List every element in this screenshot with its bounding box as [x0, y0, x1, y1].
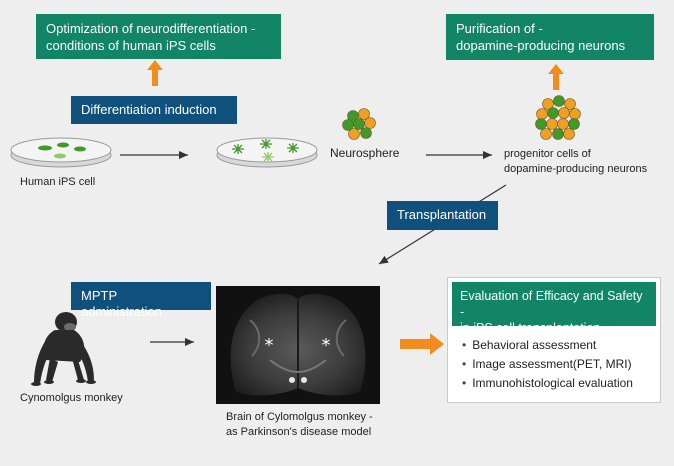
neurosphere-label: Neurosphere: [330, 146, 400, 160]
petri-dish-icon: [10, 137, 112, 168]
brain-label: Brain of Cylomolgus monkey - as Parkinso…: [226, 410, 373, 440]
purification-line1: Purification of -: [456, 21, 543, 36]
orange-up-arrow-left: [147, 60, 163, 86]
petri-dish-differentiated-icon: [216, 137, 318, 168]
chimpanzee-silhouette-icon: [31, 312, 96, 386]
asterisk-left: *: [265, 335, 274, 356]
purification-line2: dopamine-producing neurons: [456, 38, 626, 53]
monkey-label: Cynomolgus monkey: [20, 392, 123, 404]
progenitor-line2: dopamine-producing neurons: [504, 163, 648, 175]
orange-up-arrow-right: [548, 64, 564, 90]
brain-line1: Brain of Cylomolgus monkey -: [226, 411, 373, 423]
evaluation-line1: Evaluation of Efficacy and Safety -: [460, 289, 643, 319]
asterisk-right: *: [322, 335, 331, 356]
transplantation-box: Transplantation: [387, 201, 498, 230]
evaluation-panel: Evaluation of Efficacy and Safety - in i…: [447, 277, 661, 403]
progenitor-cluster-icon: [535, 95, 581, 140]
mptp-administration-box: MPTP administration: [71, 282, 211, 319]
optimization-line2: conditions of human iPS cells: [46, 38, 216, 53]
neurosphere-cluster-icon: [342, 108, 376, 140]
evaluation-item-image: Image assessment(PET, MRI): [462, 355, 633, 374]
optimization-line1: Optimization of neurodifferentiation -: [46, 21, 256, 36]
brain-mri-image: * *: [216, 286, 380, 404]
differentiation-induction-box: Differentiation induction: [71, 96, 237, 124]
evaluation-line2: in iPS cell transplantation: [460, 321, 601, 335]
evaluation-item-immuno: Immunohistological evaluation: [462, 374, 633, 393]
progenitor-line1: progenitor cells of: [504, 148, 591, 160]
evaluation-header: Evaluation of Efficacy and Safety - in i…: [452, 282, 656, 335]
evaluation-list: Behavioral assessment Image assessment(P…: [462, 336, 633, 393]
evaluation-item-behavioral: Behavioral assessment: [462, 336, 633, 355]
brain-line2: as Parkinson's disease model: [226, 426, 372, 438]
human-ips-label: Human iPS cell: [20, 176, 96, 188]
purification-box: Purification of - dopamine-producing neu…: [446, 14, 654, 60]
optimization-box: Optimization of neurodifferentiation - c…: [36, 14, 281, 59]
orange-right-arrow: [400, 333, 444, 355]
progenitor-label: progenitor cells of dopamine-producing n…: [504, 147, 647, 177]
